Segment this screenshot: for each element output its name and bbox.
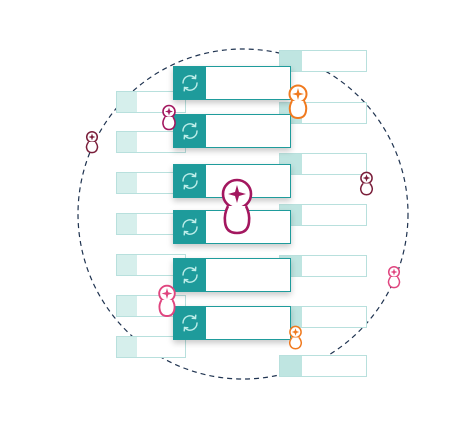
background-card-right — [279, 204, 367, 226]
background-card-right — [279, 50, 367, 72]
background-card-left — [116, 172, 186, 194]
sync-card — [173, 258, 291, 292]
sync-card — [173, 114, 291, 148]
user-star-icon — [358, 171, 375, 196]
sync-icon — [182, 74, 198, 92]
sync-card-tab — [174, 165, 206, 197]
sync-card-tab — [174, 115, 206, 147]
user-star-icon — [160, 104, 178, 131]
sync-card — [173, 306, 291, 340]
user-star-icon — [218, 178, 256, 236]
sync-icon — [182, 314, 198, 332]
sync-icon — [182, 122, 198, 140]
background-card-right — [279, 355, 367, 377]
sync-card-tab — [174, 67, 206, 99]
sync-icon — [182, 266, 198, 284]
card-tab — [117, 255, 137, 275]
card-tab — [117, 92, 137, 112]
sync-card-tab — [174, 259, 206, 291]
card-tab — [117, 214, 137, 234]
sync-icon — [182, 172, 198, 190]
sync-icon — [182, 218, 198, 236]
sync-card — [173, 66, 291, 100]
sync-card-tab — [174, 307, 206, 339]
user-star-icon — [287, 325, 304, 350]
user-star-icon — [286, 84, 310, 120]
user-star-icon — [84, 130, 100, 154]
card-tab — [280, 356, 302, 376]
background-card-right — [279, 153, 367, 175]
card-tab — [117, 337, 137, 357]
background-card-left — [116, 336, 186, 358]
user-star-icon — [156, 284, 178, 318]
background-card-right — [279, 255, 367, 277]
card-tab — [117, 173, 137, 193]
card-tab — [117, 296, 137, 316]
background-card-left — [116, 131, 186, 153]
sync-card-tab — [174, 211, 206, 243]
user-star-icon — [386, 265, 402, 289]
card-tab — [117, 132, 137, 152]
background-card-left — [116, 213, 186, 235]
background-card-left — [116, 254, 186, 276]
